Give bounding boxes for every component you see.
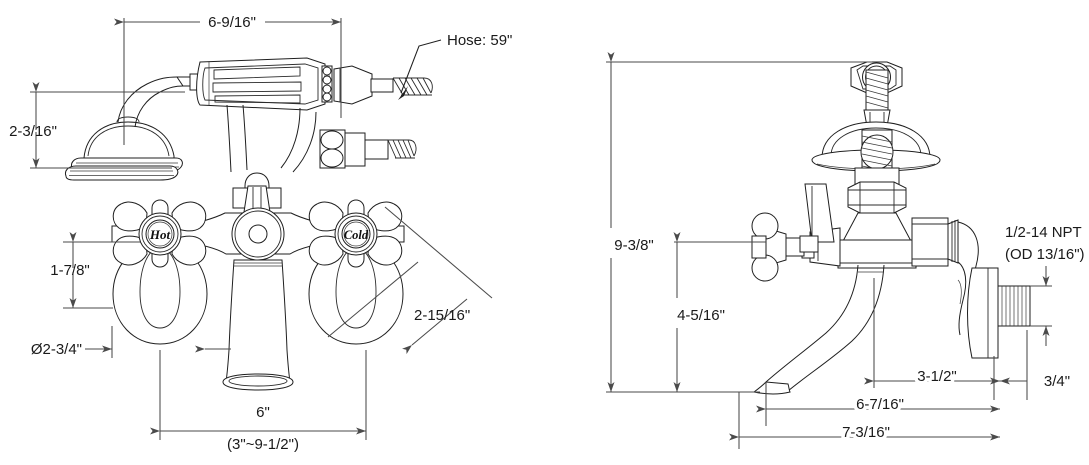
dim-center-spread: 6" (3"~9-1/2")	[150, 350, 367, 453]
dim-label-escutcheon-diameter: Ø2-3/4"	[31, 341, 82, 358]
dim-spout-to-wall: 7-3/16"	[729, 392, 1000, 449]
dim-label-spout-to-wall: 7-3/16"	[842, 424, 890, 441]
hose-callout-label: Hose: 59"	[447, 32, 512, 49]
dim-spout-to-inlet: 6-7/16"	[756, 382, 1000, 426]
valve-body	[837, 212, 917, 269]
front-view-dimensions: 6-9/16" 2-3/16" Hose: 59"	[9, 14, 512, 453]
front-view-geometry: Hot Cold	[65, 57, 433, 391]
dim-label-handle-offset: 1-7/8"	[50, 262, 90, 279]
cold-cross-handle	[308, 199, 403, 268]
dim-spout-height: 4-5/16"	[673, 232, 766, 392]
dim-label-inlet-to-wall: 3-1/2"	[917, 368, 957, 385]
dim-label-handshower-reach: 6-9/16"	[208, 14, 256, 31]
hot-cross-handle	[112, 199, 207, 268]
wall-escutcheon	[967, 267, 999, 359]
bonnet-hex-nut	[847, 181, 907, 214]
dim-escutcheon-diameter: Ø2-3/4"	[31, 326, 231, 358]
side-view-geometry	[751, 61, 1031, 395]
npt-callout: 1/2-14 NPT (OD 13/16")	[1005, 224, 1085, 346]
hose-coil-upper	[392, 77, 433, 96]
dim-label-nipple-length: 3/4"	[1044, 373, 1070, 390]
dim-handle-span-diagonal: 2-15/16"	[327, 206, 493, 355]
cold-handle-label: Cold	[344, 228, 369, 242]
dim-label-handshower-head-height: 2-3/16"	[9, 123, 57, 140]
dim-overall-height: 9-3/8"	[606, 52, 872, 393]
hose-callout: Hose: 59"	[398, 32, 512, 100]
hose-coil-lower	[387, 139, 417, 159]
diverter-lever	[799, 183, 835, 253]
dim-label-center-spread: 6"	[256, 404, 270, 421]
handshower-arm	[117, 76, 184, 128]
riser-tubes	[226, 104, 317, 173]
diverter-outlet	[319, 129, 417, 169]
dim-label-spout-height: 4-5/16"	[677, 307, 725, 324]
dim-label-overall-height: 9-3/8"	[614, 237, 654, 254]
npt-nipple	[997, 285, 1031, 327]
hot-handle-assembly: Hot	[112, 199, 208, 345]
dim-nipple-length: 3/4"	[1000, 330, 1070, 400]
dim-inlet-to-wall: 3-1/2"	[864, 278, 1000, 400]
dim-handle-offset: 1-7/8"	[50, 232, 140, 309]
wall-union-assembly	[911, 217, 979, 336]
handshower-handle	[176, 57, 433, 111]
diverter-knob	[232, 172, 282, 213]
hose-leader-arrow	[398, 86, 408, 100]
faucet-body	[111, 207, 405, 391]
hot-handle-label: Hot	[149, 227, 171, 242]
npt-callout-line2: (OD 13/16")	[1005, 246, 1085, 263]
npt-callout-line1: 1/2-14 NPT	[1005, 224, 1082, 241]
dim-label-center-spread-range: (3"~9-1/2")	[227, 436, 299, 453]
cold-handle-assembly: Cold	[308, 199, 404, 345]
dim-handshower-reach: 6-9/16"	[114, 14, 342, 145]
valve-stem-threads	[854, 129, 900, 191]
side-view-dimensions: 9-3/8" 4-5/16" 3-1/2" 6-7/16"	[606, 52, 1085, 449]
dim-handshower-head-height: 2-3/16"	[9, 82, 185, 169]
spout-side	[752, 264, 885, 395]
dim-label-handle-span-diagonal: 2-15/16"	[414, 307, 470, 324]
dim-label-spout-to-inlet: 6-7/16"	[856, 396, 904, 413]
shower-outlet-stack	[850, 61, 903, 133]
